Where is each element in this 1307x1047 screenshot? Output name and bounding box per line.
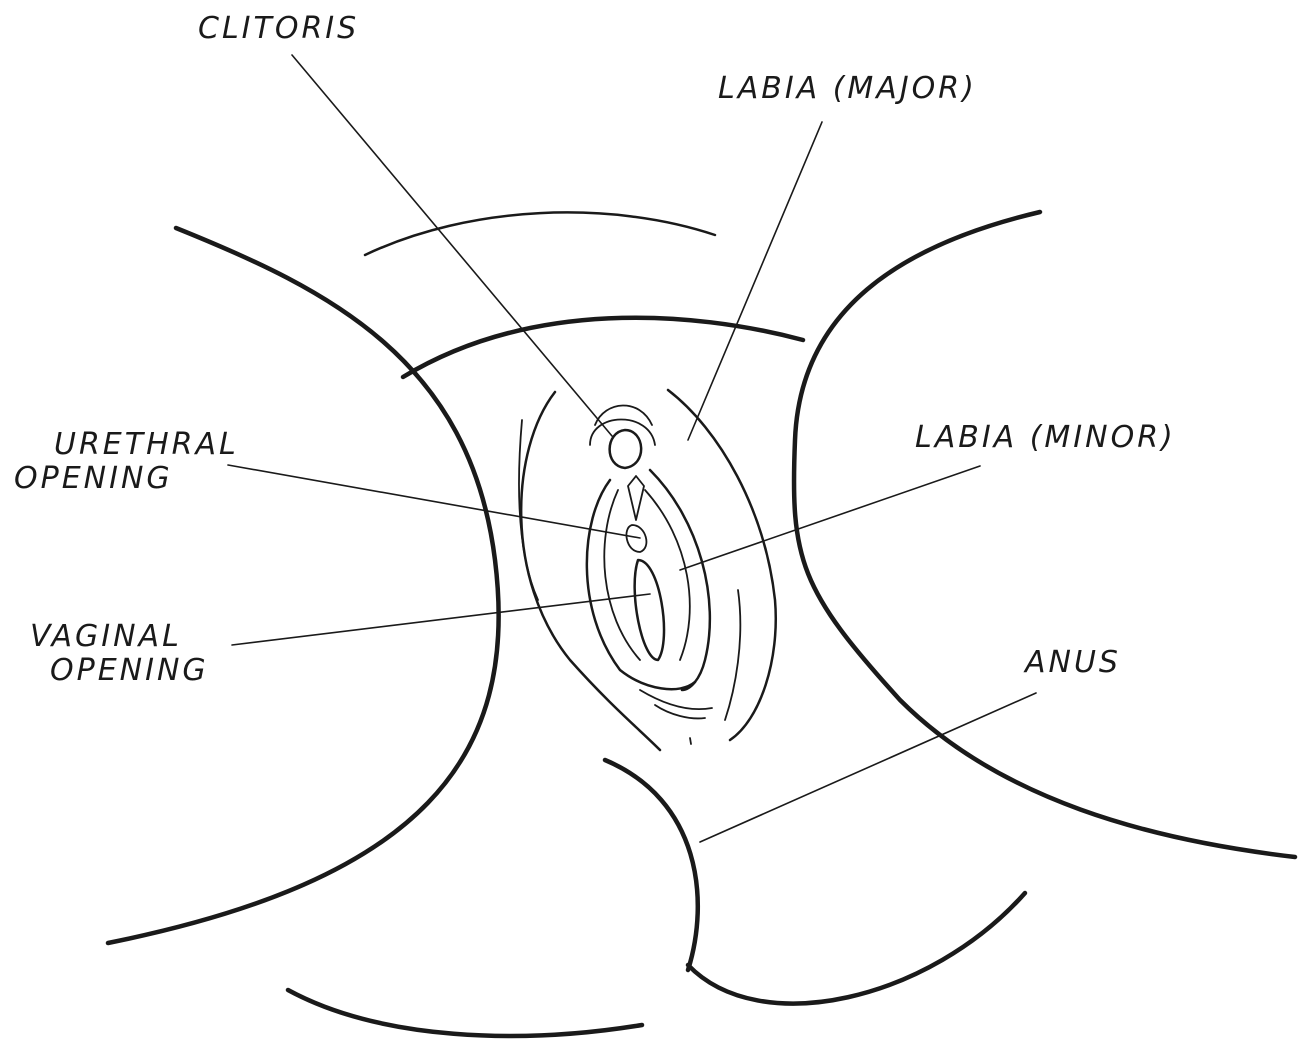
urethral-opening-shape: [626, 525, 646, 552]
labia-major-left-outline: [521, 392, 660, 750]
mons-crease: [365, 212, 715, 255]
urethral-opening-leader-line: [228, 465, 640, 538]
clitoris-leader-line: [292, 55, 612, 436]
clitoris-shape: [610, 430, 642, 468]
clitoral-hood-inner: [590, 419, 655, 445]
right-buttock-contour: [688, 893, 1025, 1004]
clitoris-label: CLITORIS: [198, 12, 359, 46]
vulva-outline: [519, 390, 776, 750]
urethral-opening-label: URETHRAL OPENING: [14, 428, 239, 496]
gluteal-cleft-line: [605, 760, 698, 970]
vaginal-opening-label: VAGINAL OPENING: [30, 620, 209, 688]
labia-minor-left-outer: [587, 480, 695, 689]
left-buttock-contour: [288, 990, 642, 1036]
body-contours: [108, 212, 1295, 1036]
anus-label: ANUS: [1025, 646, 1121, 680]
labia-major-right-inner-line: [725, 590, 740, 720]
labia-minor-leader-line: [680, 466, 980, 570]
labia-minor-label: LABIA (MINOR): [915, 421, 1176, 455]
vaginal-opening-leader-line: [232, 594, 650, 645]
right-thigh-contour: [794, 212, 1295, 857]
vaginal-opening-shape: [635, 560, 664, 660]
perineum-tick: [690, 738, 691, 744]
left-thigh-contour: [108, 228, 499, 943]
labia-major-label: LABIA (MAJOR): [718, 72, 977, 106]
upper-fold-line: [403, 318, 803, 377]
clitoral-hood-outer: [595, 405, 652, 425]
perineum-fold-1: [640, 690, 712, 709]
vestibule-top-triangle: [628, 476, 644, 520]
